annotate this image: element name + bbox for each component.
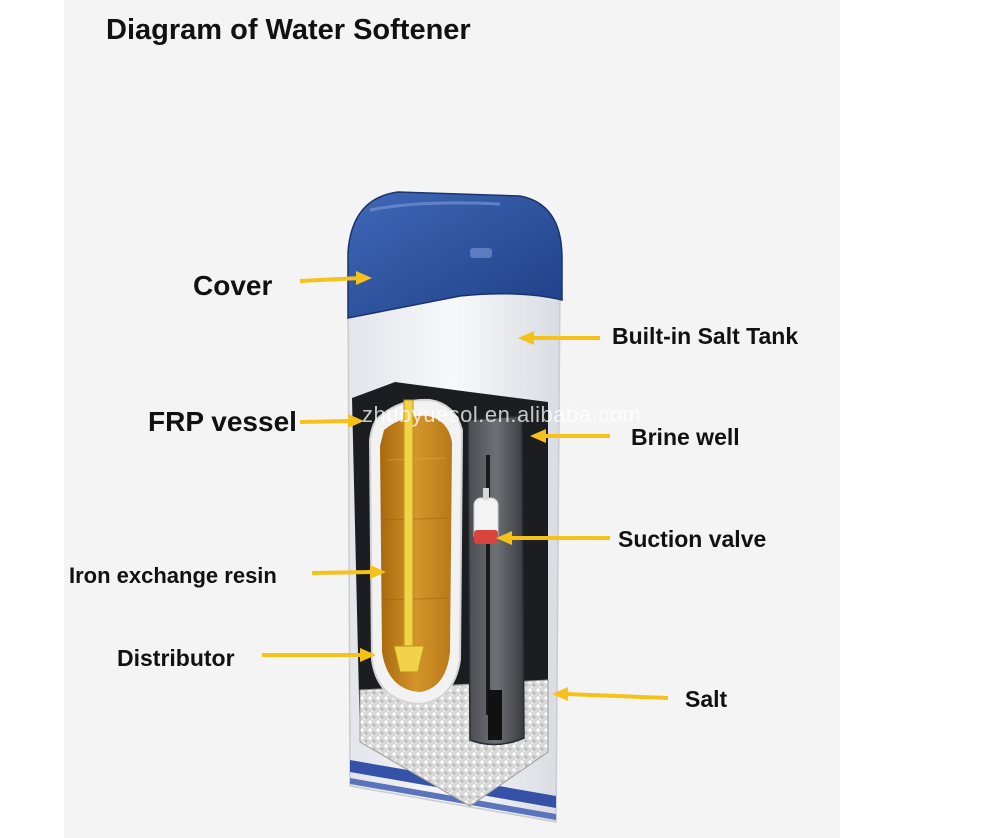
arrow-brine-well	[530, 429, 610, 443]
label-distributor: Distributor	[117, 645, 235, 672]
arrow-salt	[552, 687, 668, 701]
brine-well	[468, 416, 524, 745]
label-frp-vessel: FRP vessel	[148, 406, 297, 438]
label-suction-valve: Suction valve	[618, 526, 766, 553]
label-brine-well: Brine well	[631, 424, 740, 451]
label-cover: Cover	[193, 270, 272, 302]
label-resin: Iron exchange resin	[69, 563, 277, 589]
label-salt-tank: Built-in Salt Tank	[612, 323, 798, 350]
diagram-title: Diagram of Water Softener	[106, 14, 471, 47]
watermark: zhubyuesol.en.alibaba.com	[362, 402, 641, 428]
label-salt: Salt	[685, 686, 727, 713]
